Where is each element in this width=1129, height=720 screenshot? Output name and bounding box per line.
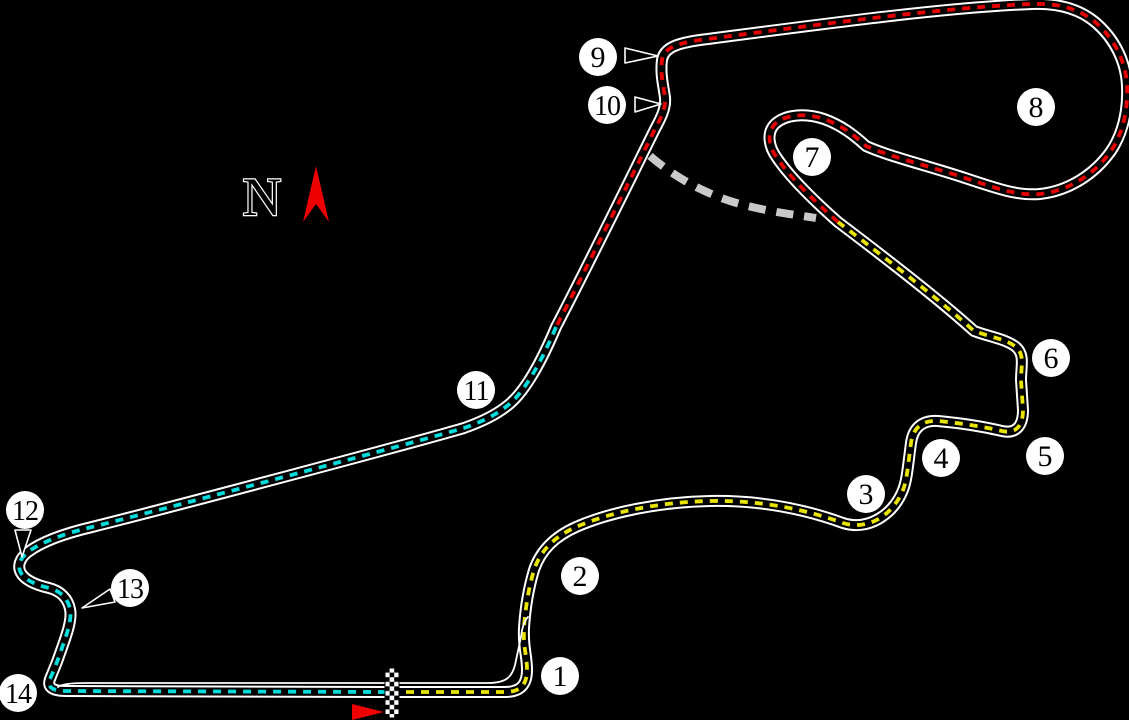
corner-circle-10 (588, 86, 626, 124)
corner-marker-7: 7 (793, 138, 831, 176)
corner-marker-14: 14 (0, 674, 37, 712)
start-finish-line (384, 667, 400, 719)
corner-number-5: 5 (1038, 440, 1053, 473)
corner-circle-11 (457, 371, 495, 409)
corner-pointer-icon-9 (624, 47, 659, 64)
corner-number-12: 12 (12, 496, 38, 527)
corner-number-7: 7 (805, 141, 820, 174)
corner-marker-13: 13 (81, 569, 149, 609)
corner-number-8: 8 (1029, 91, 1044, 124)
corner-circle-5 (1026, 437, 1064, 475)
corner-number-10: 10 (594, 91, 620, 122)
corner-marker-2: 2 (561, 557, 599, 595)
corner-number-13: 13 (117, 574, 143, 605)
corner-number-1: 1 (553, 660, 568, 693)
pit-lane (57, 616, 529, 688)
sector3-centerline (17, 326, 558, 694)
corner-marker-4: 4 (922, 439, 960, 477)
corner-marker-11: 11 (457, 371, 495, 409)
corner-pointer-icon-10 (634, 96, 662, 113)
corner-number-3: 3 (859, 478, 874, 511)
compass-north-label: N (243, 167, 282, 227)
compass-needle-icon (303, 166, 329, 222)
corner-circle-2 (561, 557, 599, 595)
corner-circle-6 (1032, 339, 1070, 377)
corner-marker-5: 5 (1026, 437, 1064, 475)
alternate-layout-link (647, 152, 817, 222)
corner-circle-4 (922, 439, 960, 477)
corner-marker-9: 9 (579, 38, 659, 76)
corner-marker-10: 10 (588, 86, 662, 124)
corner-number-14: 14 (5, 679, 32, 710)
corner-circle-8 (1017, 88, 1055, 126)
corner-circle-9 (579, 38, 617, 76)
corner-circle-14 (0, 674, 37, 712)
corner-circle-12 (6, 491, 44, 529)
corner-circle-13 (111, 569, 149, 607)
corner-marker-12: 12 (6, 491, 44, 558)
corner-circle-1 (541, 657, 579, 695)
corner-marker-1: 1 (541, 657, 579, 695)
corner-number-4: 4 (934, 442, 949, 475)
corner-marker-8: 8 (1017, 88, 1055, 126)
sector2-centerline (554, 1, 1129, 328)
corner-marker-6: 6 (1032, 339, 1070, 377)
corner-number-6: 6 (1044, 342, 1059, 375)
corner-circle-3 (847, 475, 885, 513)
direction-arrow-icon (352, 704, 384, 720)
corner-pointer-icon-12 (14, 529, 32, 558)
corner-marker-3: 3 (847, 475, 885, 513)
corner-number-2: 2 (573, 560, 588, 593)
corner-number-11: 11 (464, 376, 489, 407)
corner-circle-7 (793, 138, 831, 176)
corner-pointer-icon-13 (81, 588, 116, 609)
corner-number-9: 9 (591, 41, 606, 74)
